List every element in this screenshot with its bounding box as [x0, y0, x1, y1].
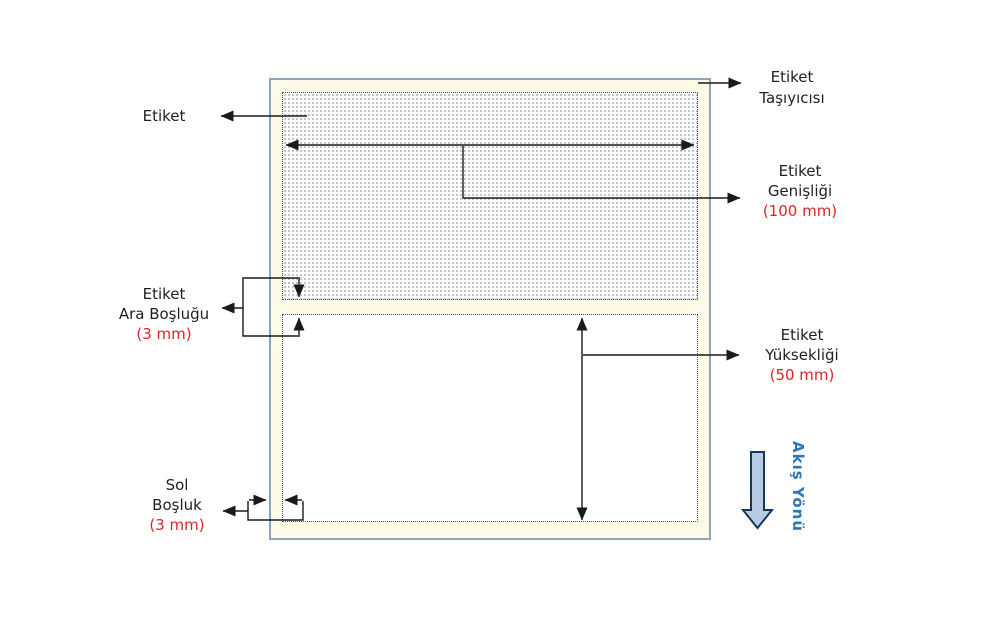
label-annotation: Etiket: [116, 106, 212, 126]
gap-annotation: Etiket Ara Boşluğu (3 mm): [108, 284, 220, 344]
height-annotation: Etiket Yüksekliği (50 mm): [746, 325, 858, 385]
left-margin-annotation: Sol Boşluk (3 mm): [122, 475, 232, 535]
carrier-annotation-line1: Etiket: [770, 68, 814, 86]
gap-annotation-line2: Ara Boşluğu: [118, 305, 210, 323]
left-margin-annotation-value: (3 mm): [149, 516, 205, 534]
height-annotation-line2: Yüksekliği: [765, 346, 839, 364]
carrier-annotation-line2: Taşıyıcısı: [759, 89, 825, 107]
flow-direction-label: Akış Yönü: [789, 441, 807, 533]
height-annotation-line1: Etiket: [780, 326, 824, 344]
label-top: [282, 92, 698, 300]
gap-annotation-line1: Etiket: [142, 285, 186, 303]
height-annotation-value: (50 mm): [769, 366, 835, 384]
label-bottom: [282, 314, 698, 522]
label-annotation-text: Etiket: [142, 107, 186, 125]
left-margin-annotation-line2: Boşluk: [152, 496, 202, 514]
width-annotation-line2: Genişliği: [767, 182, 833, 200]
flow-direction-arrow-icon: [740, 451, 775, 530]
carrier-annotation: Etiket Taşıyıcısı: [737, 67, 847, 109]
width-annotation: Etiket Genişliği (100 mm): [744, 161, 856, 221]
width-annotation-line1: Etiket: [778, 162, 822, 180]
width-annotation-value: (100 mm): [762, 202, 838, 220]
gap-annotation-value: (3 mm): [136, 325, 192, 343]
left-margin-annotation-line1: Sol: [165, 476, 189, 494]
